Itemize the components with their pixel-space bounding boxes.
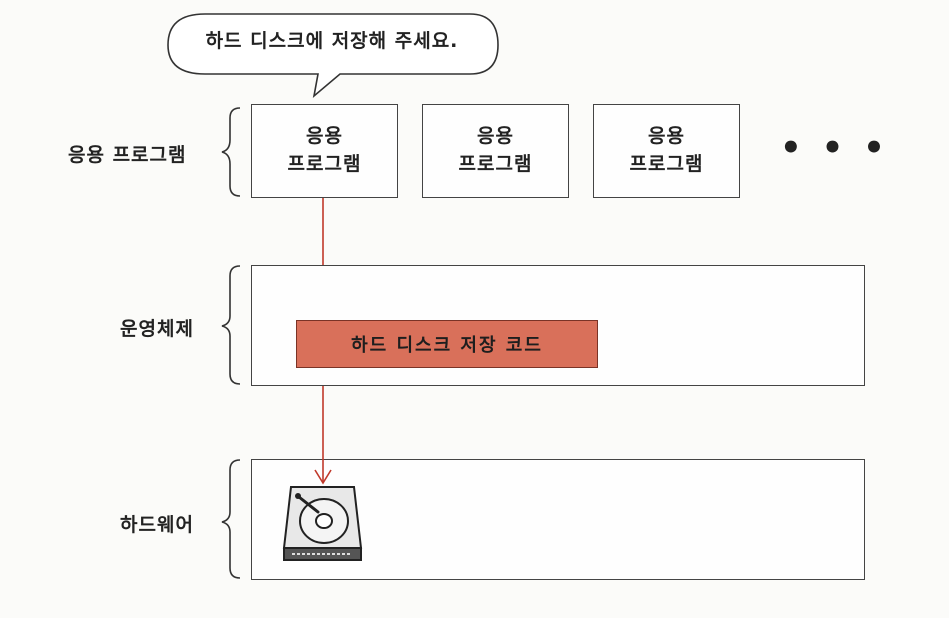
application-box-line2: 프로그램 <box>287 153 362 175</box>
hard-disk-icon <box>282 486 363 561</box>
arrow-os-to-hardware <box>314 368 332 485</box>
application-box-3: 응용 프로그램 <box>593 104 740 198</box>
speech-bubble-text: 하드 디스크에 저장해 주세요. <box>205 30 459 52</box>
label-hardware: 하드웨어 <box>120 514 194 536</box>
application-box-line1: 응용 <box>648 125 685 148</box>
more-applications-ellipsis: • • • <box>780 128 889 168</box>
os-brace <box>221 265 241 385</box>
hardware-brace <box>221 459 241 579</box>
application-box-line2: 프로그램 <box>458 153 533 175</box>
speech-bubble <box>167 13 499 99</box>
application-box-1: 응용 프로그램 <box>251 104 398 198</box>
application-box-line1: 응용 <box>306 125 343 148</box>
kernel-code-block: 하드 디스크 저장 코드 <box>296 320 598 368</box>
label-application: 응용 프로그램 <box>68 144 187 166</box>
application-box-line2: 프로그램 <box>629 153 704 175</box>
application-box-line1: 응용 <box>477 125 514 148</box>
application-brace <box>221 107 241 197</box>
application-box-2: 응용 프로그램 <box>422 104 569 198</box>
label-os: 운영체제 <box>120 318 194 340</box>
